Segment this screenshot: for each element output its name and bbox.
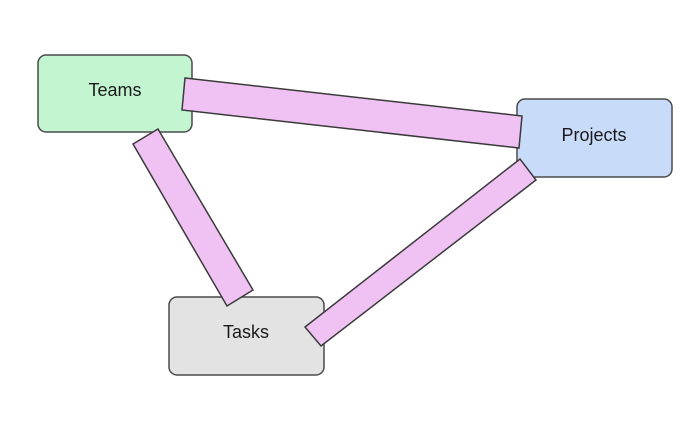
node-tasks-label: Tasks [223, 322, 269, 342]
edge-tasks-projects[interactable] [303, 157, 538, 348]
node-teams-label: Teams [88, 80, 141, 100]
node-projects-label: Projects [561, 125, 626, 145]
node-teams[interactable]: Teams [37, 54, 193, 133]
node-projects[interactable]: Projects [516, 98, 673, 178]
edge-teams-tasks[interactable] [131, 127, 255, 308]
edge-teams-projects[interactable] [181, 77, 523, 149]
node-tasks[interactable]: Tasks [168, 296, 325, 376]
